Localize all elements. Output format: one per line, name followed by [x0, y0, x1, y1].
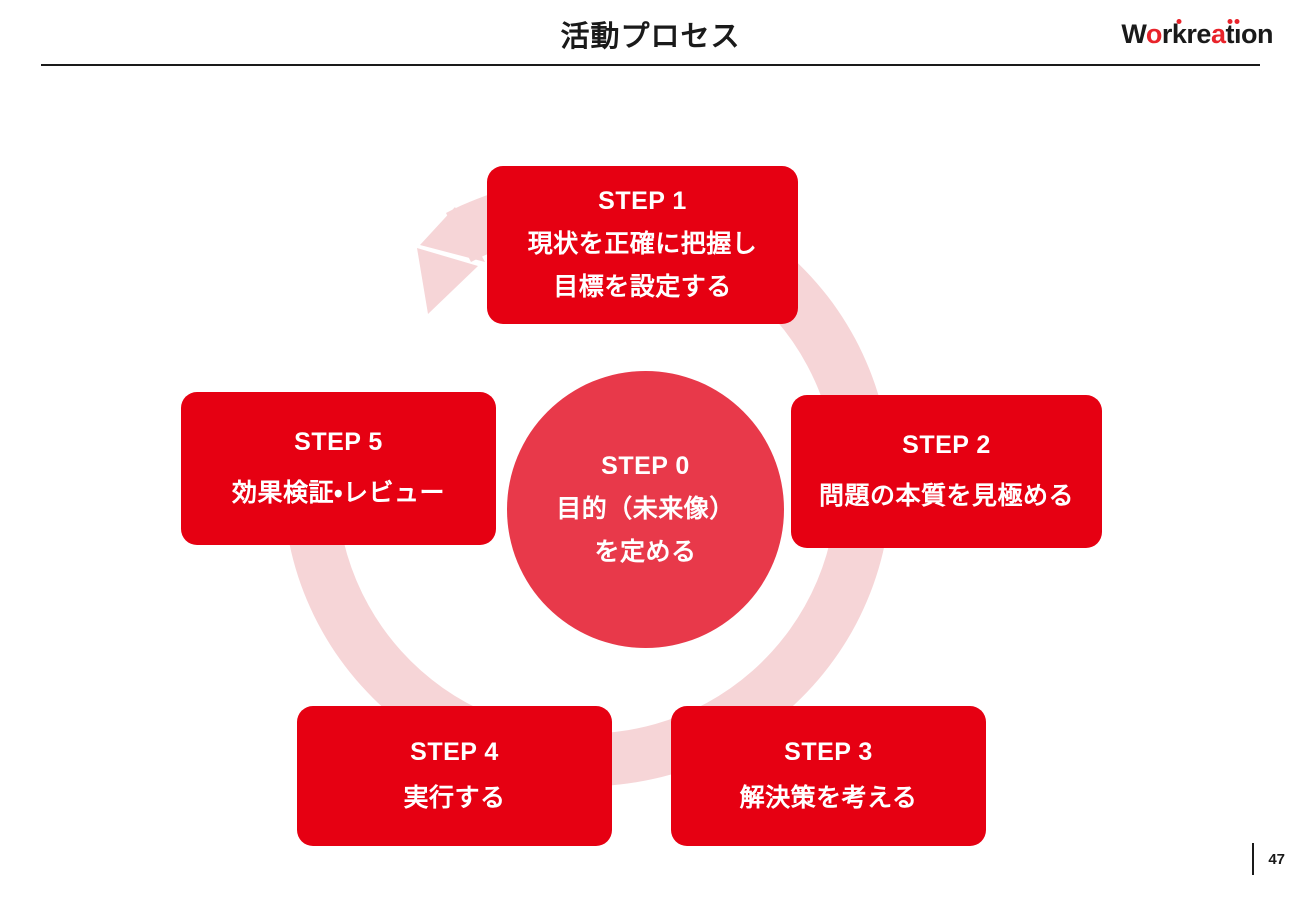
- step-4-box[interactable]: STEP 4 実行する: [297, 706, 612, 846]
- logo-letter-i: ı: [1233, 19, 1242, 49]
- page-number: 47: [1268, 850, 1285, 868]
- step-0-line-2: を定める: [594, 538, 697, 566]
- step-5-box[interactable]: STEP 5 効果検証・レビュー: [181, 392, 496, 545]
- step-5-label: STEP 5: [294, 428, 383, 457]
- step-0-label: STEP 0: [601, 452, 690, 481]
- logo-letter-w: W: [1121, 19, 1146, 49]
- logo-letter-o2: o: [1241, 19, 1258, 49]
- step-4-line-1: 実行する: [403, 784, 506, 813]
- step-1-line-2: 目標を設定する: [553, 273, 732, 301]
- step-4-label: STEP 4: [410, 737, 499, 766]
- step-2-box[interactable]: STEP 2 問題の本質を見極める: [791, 395, 1102, 548]
- step-0-circle[interactable]: STEP 0 目的（未来像） を定める: [507, 371, 784, 648]
- logo-letter-e: e: [1196, 19, 1211, 49]
- logo-dot-icon: [1227, 19, 1233, 24]
- step-1-box[interactable]: STEP 1 現状を正確に把握し 目標を設定する: [487, 166, 798, 324]
- logo-letter-o: o: [1145, 19, 1163, 49]
- page-number-divider: [1252, 843, 1255, 875]
- logo-dot-icon: [1234, 19, 1240, 24]
- step-2-line-1: 問題の本質を見極める: [818, 481, 1074, 510]
- logo-letter-k: k: [1171, 19, 1187, 49]
- logo-letter-r: r: [1161, 19, 1173, 49]
- logo-dot-icon: [1176, 19, 1182, 24]
- step-3-line-1: 解決策を考える: [739, 784, 918, 813]
- page-title: 活動プロセス: [560, 21, 741, 53]
- logo-letter-a: a: [1210, 19, 1226, 49]
- step-1-line-1: 現状を正確に把握し: [527, 230, 758, 258]
- step-0-line-1: 目的（未来像）: [556, 495, 735, 524]
- step-1-label: STEP 1: [598, 187, 687, 216]
- page-number-group: 47: [1252, 843, 1285, 875]
- step-3-box[interactable]: STEP 3 解決策を考える: [671, 706, 986, 846]
- header-divider: [41, 64, 1260, 66]
- step-5-line-1: 効果検証・レビュー: [231, 478, 445, 507]
- step-2-label: STEP 2: [902, 431, 991, 460]
- logo-letter-r2: r: [1186, 19, 1197, 49]
- logo-letter-t: t: [1225, 19, 1234, 49]
- step-3-label: STEP 3: [784, 737, 873, 766]
- logo-letter-n: n: [1257, 19, 1274, 49]
